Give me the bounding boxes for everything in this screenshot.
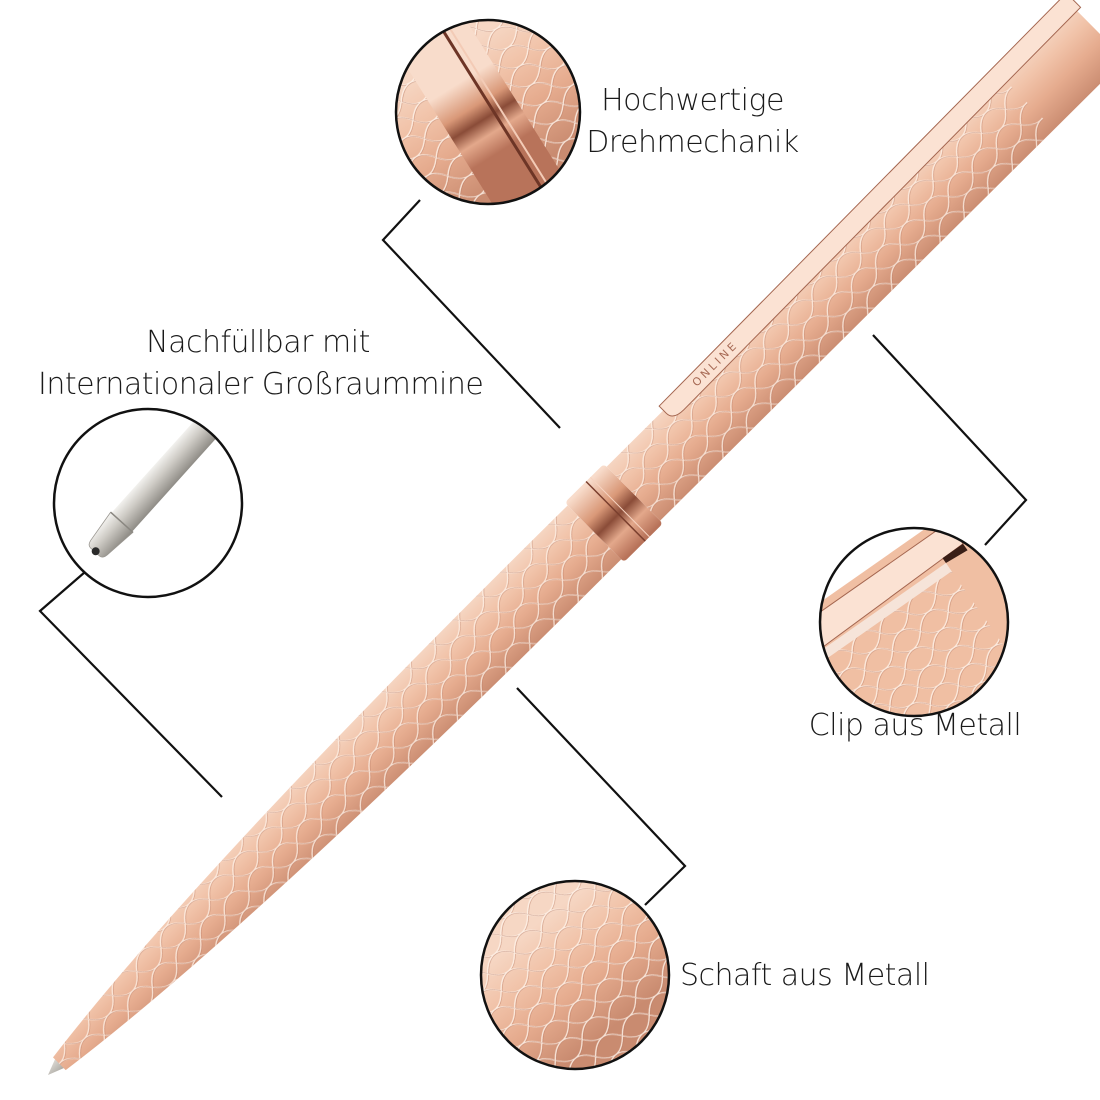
label-line: Clip aus Metall — [808, 708, 1022, 743]
label-schaft: Schaft aus Metall — [680, 955, 940, 997]
refill-tube — [111, 409, 242, 532]
label-line: Hochwertige — [601, 83, 784, 118]
leader-line-schaft — [516, 687, 687, 906]
label-drehmechanik: Hochwertige Drehmechanik — [585, 80, 800, 164]
leader-line-mine — [38, 571, 223, 798]
leader-lines — [38, 199, 1028, 906]
callout-circle-drehmechanik — [396, 20, 580, 204]
label-line: Nachfüllbar mit — [146, 325, 370, 360]
callout-circle-mine — [54, 409, 242, 597]
label-line: Schaft aus Metall — [680, 958, 930, 993]
ball-point — [91, 547, 100, 556]
label-mine: Nachfüllbar mit Internationaler Großraum… — [38, 322, 484, 406]
twist-ring — [566, 465, 662, 561]
pen-clip — [658, 0, 1082, 417]
callout-circle-clip — [820, 528, 1008, 716]
callout-circle-schaft — [481, 881, 669, 1069]
label-line: Internationaler Großraummine — [38, 367, 484, 402]
leader-line-clip — [872, 334, 1028, 546]
label-clip: Clip aus Metall — [800, 705, 1030, 747]
pen: ONLINE — [48, 0, 1100, 1075]
leader-line-drehmechanik — [381, 199, 561, 429]
pen-tip — [48, 1057, 66, 1075]
label-line: Drehmechanik — [586, 125, 799, 160]
